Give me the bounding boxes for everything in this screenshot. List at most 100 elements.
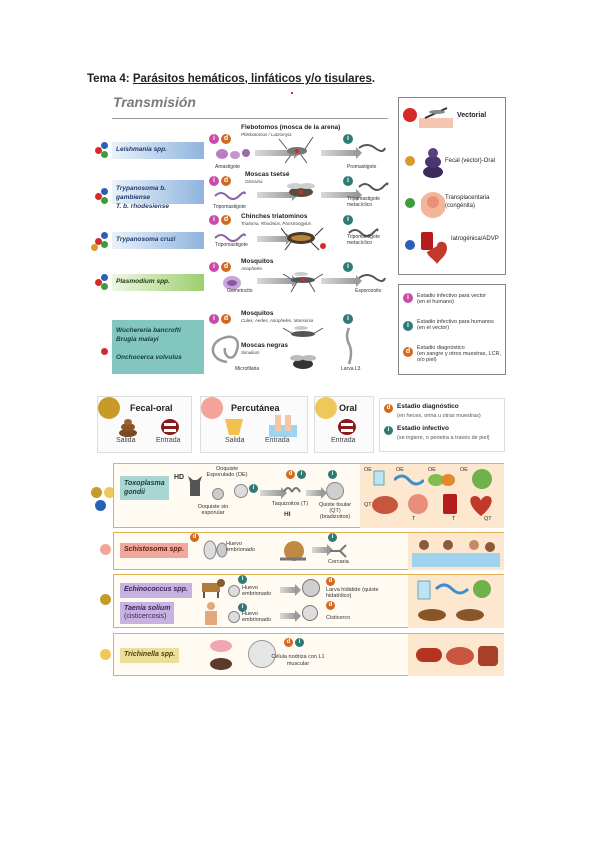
water-wave-icon: [394, 474, 424, 486]
vector-genus: Phlebotomus / Lutzomyia: [241, 132, 292, 137]
tachyzoite-icon: [283, 487, 301, 493]
sandfly-icon: [278, 136, 314, 164]
mode-in: Entrada: [331, 437, 356, 444]
stage-left: Amastigote: [215, 164, 241, 170]
stage-right: Larva L3: [341, 366, 361, 372]
mode-title: Oral: [339, 403, 358, 413]
legend-human-title: Estadio infectivo para humanos: [417, 319, 494, 325]
transmission-row-plasmodium: Plasmodium spp. i d Mosquitos Anopheles …: [95, 258, 395, 308]
egg-label: Huevo embrionado: [242, 611, 272, 623]
diagnostic-badge: d: [221, 314, 231, 324]
route-fecal-oral: Fecal (vector)-Oral: [401, 144, 505, 184]
percutaneous-sun-icon: [201, 397, 223, 419]
fecal-oral-sun-icon: [98, 397, 120, 419]
legend-vector-title: Estadio infectivo para vector: [417, 293, 487, 299]
mode-out: Salida: [225, 437, 245, 444]
vector-route-icon: [403, 108, 417, 122]
mode-oral: Oral Entrada: [314, 396, 374, 453]
blackfly-icon: [290, 355, 316, 369]
vector-genus: Glossina: [245, 179, 263, 184]
vector-label: Mosquitos: [241, 258, 274, 265]
route-dots: [95, 188, 111, 204]
infective-badge: i: [343, 134, 353, 144]
cycle-arrow: [312, 544, 333, 556]
infective-badge: i: [343, 262, 353, 272]
page-title: Tema 4: Parásitos hemáticos, linfáticos …: [87, 73, 375, 85]
vector2-genus: Simulium: [241, 350, 260, 355]
nurse-cell-icon: [248, 640, 276, 668]
stage-left: Gametocito: [227, 288, 253, 294]
cercaria-icon: [330, 544, 347, 558]
vector-label: Mosquitos: [241, 310, 274, 317]
microfilaria-icon: [211, 335, 240, 364]
route-dot-vector: [101, 348, 108, 355]
legend-diagnostic-sub: (en sangre y otros muestras, LCR, o/o pi…: [417, 351, 502, 363]
route-label: Fecal (vector)-Oral: [445, 158, 496, 164]
food-label: QT: [484, 516, 492, 522]
infective-badge: i: [238, 603, 247, 612]
mode-in: Entrada: [265, 437, 290, 444]
gametocyte-icon: [223, 276, 241, 290]
cysticercus-label: Cisticerco: [326, 615, 351, 621]
parasite-name: Trichinella spp.: [120, 648, 180, 663]
food-label: OE: [460, 467, 468, 473]
parasite-name-2: Brugia malayi: [116, 336, 159, 343]
diagnostic-badge: d: [384, 404, 393, 413]
parasite-name-1: Trypanosoma b. gambiense: [116, 185, 167, 201]
cysticercus-icon: [302, 605, 318, 621]
vector-stage-badge: i: [209, 176, 219, 186]
feet-in-water-icon: [269, 415, 297, 437]
transmission-row-leishmania: Leishmania spp. i d Flebotomos (mosca de…: [95, 124, 395, 176]
legend-diag-sub: (en heces, orina u otras muestras): [397, 413, 481, 419]
egg-icon-2: [216, 542, 228, 558]
hydatid-cyst-icon: [302, 579, 320, 597]
stage-left: Microfilaria: [235, 366, 260, 372]
legend-inf-title: Estadio infectivo: [397, 425, 450, 432]
stage-legend-box: i Estadio infectivo para vector (en el h…: [398, 284, 506, 375]
placenta-icon: [408, 494, 428, 514]
route-dots: [95, 142, 111, 158]
vector-genus: Culex, Aedes, Anopheles, Mansonia: [241, 318, 314, 323]
parasite-name: Trypanosoma b. gambiense T. b. rhodesien…: [112, 180, 204, 210]
mode-title: Fecal-oral: [130, 403, 173, 413]
transmission-heading: Transmisión: [113, 94, 196, 110]
infective-badge: i: [297, 470, 306, 479]
nurse-cell-label: Célula nodriza con L1 muscular: [271, 654, 325, 667]
fecal-oral-dot: [91, 487, 102, 498]
metacyclic-icon: [348, 228, 379, 237]
parasite-name-1: Wuchereria bancrofti: [116, 327, 181, 334]
congenital-route-icon: [405, 198, 415, 208]
water-exposure-images: [408, 533, 504, 570]
water-glass-icon: [373, 470, 385, 486]
route-transplacental: Transplacentaria (congénita): [401, 186, 505, 226]
stage-left: Tripomastigote: [213, 204, 246, 210]
route-label: Vectorial: [457, 112, 487, 119]
trypomastigote-icon: [214, 191, 246, 200]
infective-badge: i: [343, 314, 353, 324]
infective-badge: i: [328, 470, 337, 479]
percutaneous-dot: [100, 544, 111, 555]
oral-dot: [100, 649, 111, 660]
amastigote-icon: [216, 149, 250, 159]
tissue-cyst-label: Quiste tisular (QT) (bradizoitos): [318, 502, 352, 520]
parasite-name: Trypanosoma cruzi: [112, 232, 204, 249]
mode-title: Percutánea: [231, 403, 280, 413]
legend-diagnostic-badge: d: [403, 347, 413, 357]
legend-human-badge: i: [403, 321, 413, 331]
cat-icon: [188, 476, 202, 496]
diagnostic-badge: d: [190, 533, 199, 542]
transmission-row-t-brucei: Trypanosoma b. gambiense T. b. rhodesien…: [95, 171, 395, 222]
diagnostic-badge: d: [221, 262, 231, 272]
vector-genus: Anopheles: [241, 266, 263, 271]
route-iatrogenic: Iatrogénica/ADVP: [401, 228, 505, 268]
intermediate-host-label: HI: [284, 511, 291, 518]
route-label: Transplacentaria (congénita): [445, 195, 490, 209]
diagnostic-badge: d: [221, 176, 231, 186]
food-label: T: [452, 516, 456, 522]
legend-diagnostic-text: Estadio diagnóstico (en sangre y otros m…: [417, 345, 505, 363]
metacyclic-icon: [358, 182, 389, 191]
vector2-label: Moscas negras: [241, 342, 288, 349]
parasite-name-2: gondii: [124, 489, 145, 496]
mode-out: Salida: [116, 437, 136, 444]
parasite-name-2: T. b. rhodesiense: [116, 203, 169, 210]
